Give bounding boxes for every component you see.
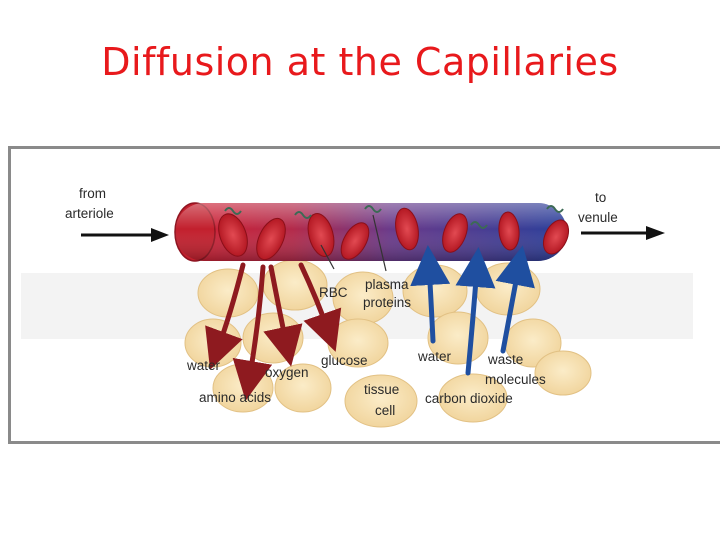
label-molecules: molecules [485, 372, 546, 387]
label-from: from [79, 186, 106, 201]
label-amino-acids: amino acids [199, 390, 271, 405]
label-arteriole: arteriole [65, 206, 114, 221]
diagram-canvas: from arteriole to venule RBC plasma prot… [11, 149, 720, 444]
label-venule: venule [578, 210, 618, 225]
label-water-out: water [417, 349, 452, 364]
label-proteins: proteins [363, 295, 411, 310]
tissue-cell [198, 269, 258, 317]
label-waste: waste [487, 352, 523, 367]
capillary-diagram: from arteriole to venule RBC plasma prot… [8, 146, 720, 444]
tissue-cell [476, 263, 540, 315]
label-plasma: plasma [365, 277, 409, 292]
tissue-cell [403, 265, 467, 317]
arteriole-arrowhead [151, 228, 169, 242]
slide-title: Diffusion at the Capillaries [0, 40, 720, 84]
label-cell: cell [375, 403, 395, 418]
label-glucose: glucose [321, 353, 368, 368]
label-rbc: RBC [319, 285, 348, 300]
label-to: to [595, 190, 606, 205]
label-oxygen: oxygen [265, 365, 309, 380]
label-carbon-dioxide: carbon dioxide [425, 391, 513, 406]
label-water-in: water [186, 358, 221, 373]
venule-arrowhead [646, 226, 665, 240]
label-tissue: tissue [364, 382, 399, 397]
